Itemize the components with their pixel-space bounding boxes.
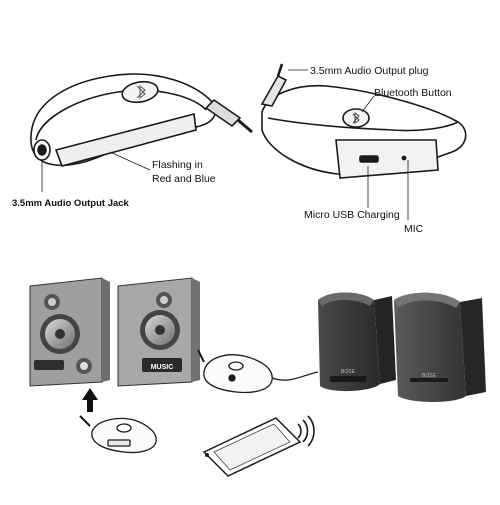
label-output-jack: 3.5mm Audio Output Jack <box>12 198 130 209</box>
leader-flashing <box>110 152 150 170</box>
label-plug: 3.5mm Audio Output plug <box>310 65 429 77</box>
brand-mark: BOSE <box>422 373 437 379</box>
computer-speaker-left: BOSE <box>318 293 396 392</box>
smartphone <box>204 418 300 476</box>
speaker-badge: MUSIC <box>151 364 174 371</box>
leader-bluetooth <box>362 96 374 112</box>
up-arrow-icon <box>82 388 98 412</box>
receiver-small-bottom <box>80 416 156 453</box>
brand-mark: BOSE <box>341 369 356 375</box>
receiver-device-front <box>31 74 252 166</box>
speaker-left <box>30 278 110 386</box>
label-flashing-2: Red and Blue <box>152 173 216 185</box>
label-flashing-1: Flashing in <box>152 159 203 171</box>
label-mic: MIC <box>404 223 424 235</box>
label-bluetooth-button: Bluetooth Button <box>374 87 452 99</box>
receiver-small-connected <box>198 350 318 393</box>
computer-speaker-right: BOSE <box>394 293 486 402</box>
label-micro-usb: Micro USB Charging <box>304 209 400 221</box>
receiver-device-back <box>262 64 466 178</box>
